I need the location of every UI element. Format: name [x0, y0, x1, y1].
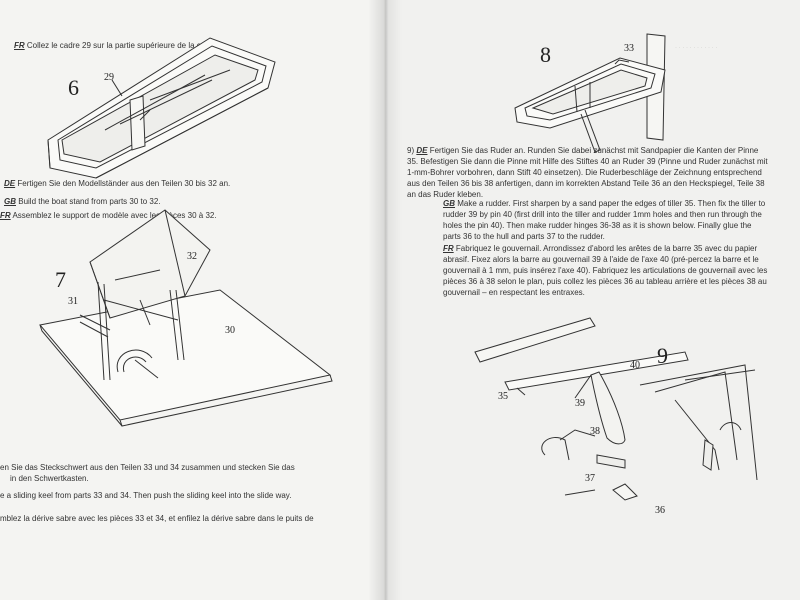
part-37-label: 37: [585, 473, 595, 484]
gb-label: GB: [4, 197, 16, 206]
part-29-label: 29: [104, 72, 114, 83]
step9-de-paragraph: 9) DE Fertigen Sie das Ruder an. Runden …: [407, 145, 769, 200]
step7-stand-illustration: [39, 209, 333, 427]
part-35-label: 35: [498, 391, 508, 402]
left-top-fr-text: Collez le cadre 29 sur la partie supérie…: [26, 41, 219, 50]
step9-prefix: 9): [407, 146, 415, 155]
fr-label: FR: [0, 211, 11, 220]
left-gb-text: Build the boat stand from parts 30 to 32…: [18, 197, 161, 206]
left-de-line: DE Fertigen Sie den Modellständer aus de…: [4, 178, 230, 189]
fr-label: FR: [14, 41, 25, 50]
part-32-label: 32: [187, 251, 197, 262]
step9-de-text: Fertigen Sie das Ruder an. Runden Sie da…: [407, 146, 768, 199]
part-38-label: 38: [590, 426, 600, 437]
gb-label: GB: [443, 199, 455, 208]
step8-keel-illustration: [514, 33, 666, 153]
step9-rudder-illustration: [474, 317, 758, 501]
step6-number: 6: [68, 75, 79, 100]
left-fr-line: FR Assemblez le support de modèle avec l…: [0, 210, 217, 221]
left-bottom-gb-line: e a sliding keel from parts 33 and 34. T…: [0, 491, 292, 500]
left-bottom-fr-line: mblez la dérive sabre avec les pièces 33…: [0, 514, 314, 523]
step6-hull-illustration: [47, 37, 276, 179]
step9-gb-text: Make a rudder. First sharpen by a sand p…: [443, 199, 766, 241]
bleed-through-text: · · · · · · · · · · · ·: [675, 45, 718, 51]
step9-gb-paragraph: GB Make a rudder. First sharpen by a san…: [443, 198, 769, 242]
part-36-label: 36: [655, 505, 665, 516]
step9-fr-text: Fabriquez le gouvernail. Arrondissez d'a…: [443, 244, 768, 297]
right-page: 8 33 · · · · · · · · · · · · 9) DE Ferti…: [385, 0, 800, 600]
part-33-label: 33: [624, 43, 634, 54]
part-40-label: 40: [630, 360, 640, 371]
step9-fr-paragraph: FR Fabriquez le gouvernail. Arrondissez …: [443, 243, 773, 298]
left-page: FR Collez le cadre 29 sur la partie supé…: [0, 0, 385, 600]
left-bottom-de-line-2: in den Schwertkasten.: [10, 474, 89, 483]
step8-number: 8: [540, 42, 551, 67]
de-label: DE: [4, 179, 16, 188]
step7-number: 7: [55, 267, 66, 292]
left-bottom-de-line-1: en Sie das Steckschwert aus den Teilen 3…: [0, 463, 295, 472]
fr-label: FR: [443, 244, 454, 253]
left-gb-line: GB Build the boat stand from parts 30 to…: [4, 196, 161, 207]
part-31-label: 31: [68, 296, 78, 307]
left-fr-text: Assemblez le support de modèle avec les …: [12, 211, 217, 220]
step9-number: 9: [657, 343, 668, 368]
part-39-label: 39: [575, 398, 585, 409]
left-de-text: Fertigen Sie den Modellständer aus den T…: [17, 179, 231, 188]
de-label: DE: [416, 146, 428, 155]
left-top-fr-line: FR Collez le cadre 29 sur la partie supé…: [14, 40, 219, 51]
part-30-label: 30: [225, 325, 235, 336]
book-gutter-shadow: [368, 0, 402, 600]
